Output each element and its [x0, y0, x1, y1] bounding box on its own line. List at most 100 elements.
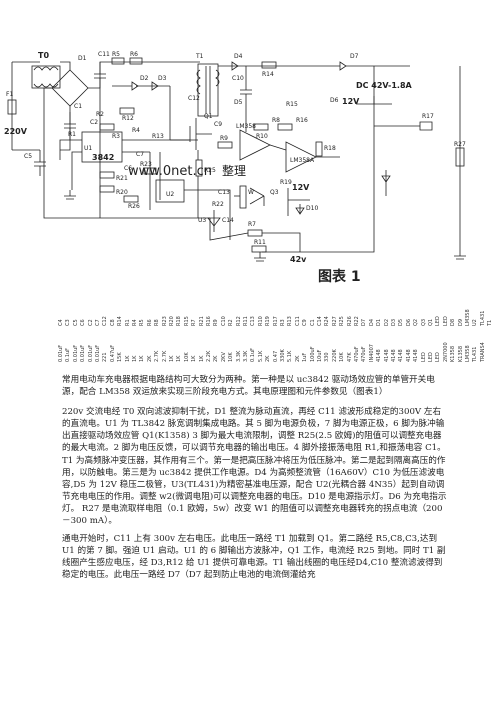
- label-R18: R18: [324, 145, 336, 152]
- label-R3: R3: [112, 133, 120, 140]
- part-value: 10uF: [317, 349, 323, 362]
- part-value: 2.2K: [206, 350, 212, 362]
- part-value: 470uF: [361, 346, 368, 362]
- paragraph-intro: 常用电动车充电器根据电路结构可大致分为两种。第一种是以 uc3842 驱动场效应…: [62, 375, 435, 398]
- part-value: 0.47uF: [109, 344, 116, 362]
- label-R8: R8: [272, 117, 280, 124]
- label-R19: R19: [280, 179, 292, 186]
- part-value: 2K: [294, 355, 301, 362]
- label-R10: R10: [256, 133, 268, 140]
- label-12v-b: 12V: [292, 183, 310, 192]
- figure-title: 图表 1: [318, 269, 361, 285]
- label-D1: D1: [78, 55, 87, 62]
- label-C6: C6: [124, 165, 132, 172]
- label-C11: C11: [98, 51, 110, 58]
- label-U1: U1: [84, 145, 92, 152]
- label-R14: R14: [262, 71, 274, 78]
- label-12v-a: 12V: [342, 97, 360, 106]
- label-R16: R16: [296, 117, 308, 124]
- label-R23: R23: [140, 161, 152, 168]
- schematic-labels: T0 F1 220V D1 C11 R5 R6 T1 D4 C10 R14 D7…: [4, 51, 466, 264]
- label-R2: R2: [96, 111, 104, 118]
- label-R5: R5: [112, 51, 120, 58]
- part-value: 5.1K: [287, 350, 294, 362]
- label-42v: 42v: [290, 255, 307, 264]
- label-R21: R21: [116, 175, 128, 182]
- label-C9: C9: [214, 121, 222, 128]
- label-R6: R6: [130, 51, 138, 58]
- part-value: 3.3K: [235, 350, 242, 362]
- label-R9: R9: [220, 135, 228, 142]
- label-T1: T1: [195, 53, 204, 60]
- label-3842: 3842: [92, 153, 114, 162]
- part-value: 4148: [376, 349, 383, 362]
- label-T0: T0: [38, 51, 49, 60]
- part-value: 221: [102, 352, 109, 362]
- part-value: 10K: [228, 352, 235, 362]
- part-value: 15K: [117, 352, 124, 362]
- label-D3: D3: [158, 75, 167, 82]
- label-220v: 220V: [4, 127, 28, 136]
- label-Q3: Q3: [270, 189, 279, 196]
- label-Q1: Q1: [204, 113, 213, 120]
- part-value: 0.47: [272, 350, 279, 362]
- label-D10: D10: [306, 205, 318, 212]
- part-value: 47K: [346, 352, 353, 362]
- part-value: 1K: [169, 355, 175, 362]
- label-C1: C1: [74, 103, 82, 110]
- label-R15: R15: [286, 101, 298, 108]
- part-value: K1358: [457, 345, 464, 362]
- label-output: DC 42V-1.8A: [356, 81, 413, 90]
- label-R13: R13: [152, 133, 164, 140]
- watermark-text: 整理: [222, 163, 246, 178]
- part-value: 0.1uF: [250, 348, 257, 362]
- part-value: 2KV: [220, 352, 227, 362]
- label-R20: R20: [116, 189, 128, 196]
- part-value: 2.7K: [161, 350, 168, 362]
- part-value: 1K: [176, 355, 183, 362]
- part-value: 1K: [124, 355, 131, 362]
- label-C12: C12: [188, 95, 200, 102]
- paragraph-operation: 通电开始时，C11 上有 300v 左右电压。此电压一路经 T1 加载到 Q1。…: [62, 534, 446, 581]
- label-D6: D6: [330, 97, 339, 104]
- part-value: 2K: [265, 355, 272, 362]
- part-value: 1K: [191, 355, 198, 362]
- part-value: 0.01uF: [58, 344, 64, 362]
- part-value: LED: [428, 352, 434, 362]
- label-R4: R4: [132, 127, 140, 134]
- part-value: 470uF: [354, 346, 360, 362]
- label-C7: C7: [136, 151, 144, 158]
- label-D5: D5: [234, 99, 243, 106]
- label-R26: R26: [128, 203, 140, 210]
- part-value: 1K: [198, 355, 205, 362]
- part-value: 220K: [331, 349, 338, 362]
- label-D4: D4: [234, 53, 243, 60]
- part-value: 0.01uF: [72, 344, 79, 362]
- article-body: 常用电动车充电器根据电路结构可大致分为两种。第一种是以 uc3842 驱动场效应…: [62, 374, 448, 588]
- label-U3: U3: [198, 217, 206, 224]
- label-R11: R11: [254, 239, 266, 246]
- label-C10: C10: [232, 75, 244, 82]
- label-LM358: LM358: [236, 123, 256, 130]
- label-R25: R25: [204, 167, 216, 174]
- part-value: 5.1K: [257, 350, 264, 362]
- paragraph-circuit: 220v 交流电经 T0 双向滤波抑制干扰，D1 整流为脉动直流，再经 C11 …: [62, 407, 447, 527]
- part-value: 10K: [183, 352, 190, 362]
- label-R17: R17: [422, 113, 434, 120]
- part-value: 1K: [132, 355, 138, 362]
- part-value: 4148: [391, 349, 397, 362]
- part-value: 3.3K: [243, 350, 249, 362]
- part-value: 0.1uF: [65, 348, 72, 362]
- part-value: 2K: [146, 355, 153, 362]
- label-LM358A: LM358A: [290, 157, 315, 164]
- part-value: 2N7000: [442, 342, 449, 362]
- part-value: 2.7K: [154, 350, 161, 362]
- part-value: LED: [420, 352, 427, 362]
- part-value: 1K: [139, 355, 146, 362]
- label-C2: C2: [90, 119, 98, 126]
- label-D7: D7: [350, 53, 359, 60]
- part-value: 330: [324, 352, 331, 362]
- part-value: 10K: [339, 352, 346, 362]
- label-U2: U2: [166, 191, 174, 198]
